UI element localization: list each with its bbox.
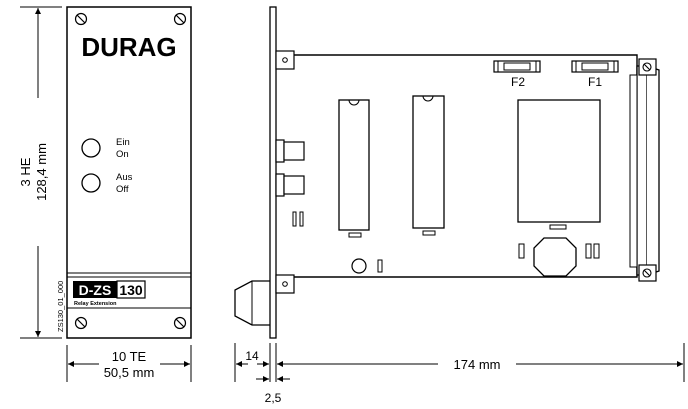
width-mm-label: 50,5 mm bbox=[104, 365, 155, 380]
octagon-component bbox=[533, 237, 577, 277]
led-on-indicator bbox=[81, 138, 101, 158]
fuse-f2 bbox=[493, 60, 541, 73]
led-off-indicator bbox=[81, 173, 101, 193]
small-component bbox=[377, 259, 383, 273]
height-mm-label: 128,4 mm bbox=[34, 143, 49, 201]
handle-depth-label: 14 bbox=[245, 349, 259, 363]
panel-side-edge bbox=[269, 6, 277, 339]
led-on-label-de: Ein bbox=[116, 137, 130, 148]
screw-icon bbox=[173, 316, 187, 330]
front-panel: DURAG Ein On Aus Off D-ZS 130 Relay Exte… bbox=[66, 6, 192, 339]
screw-icon bbox=[642, 268, 652, 278]
screw-icon bbox=[74, 12, 88, 26]
led-on-label-en: On bbox=[116, 149, 129, 160]
resistor-1 bbox=[292, 211, 297, 227]
screw-icon bbox=[173, 12, 187, 26]
panel-thickness-label: 2,5 bbox=[265, 391, 282, 405]
model-prefix-box bbox=[73, 281, 117, 298]
led-body-1 bbox=[283, 141, 305, 161]
bracket-screw-icon bbox=[282, 281, 288, 287]
fuse-f1 bbox=[571, 60, 619, 73]
model-subtitle: Relay Extension bbox=[74, 301, 117, 307]
led-off-label-de: Aus bbox=[116, 172, 133, 183]
rear-connector bbox=[629, 58, 660, 282]
fuse-2-label: F2 bbox=[511, 75, 525, 89]
led-housing-1 bbox=[275, 139, 285, 163]
model-number-box bbox=[116, 280, 146, 299]
diode-left bbox=[518, 243, 525, 259]
height-dimension: 3 HE 128,4 mm bbox=[18, 6, 62, 339]
led-body-2 bbox=[283, 175, 305, 195]
screw-icon bbox=[642, 62, 652, 72]
side-view: F2 F1 bbox=[234, 6, 660, 339]
board-length-label: 174 mm bbox=[454, 357, 501, 372]
ic-chip-1 bbox=[338, 99, 370, 238]
diode-right-2 bbox=[593, 243, 600, 259]
resistor-2 bbox=[299, 211, 304, 227]
drawing-id: ZS130_01_000 bbox=[56, 281, 65, 332]
fuse-1-label: F1 bbox=[588, 75, 602, 89]
relay bbox=[517, 99, 601, 230]
capacitor bbox=[351, 258, 367, 274]
width-units-label: 10 TE bbox=[112, 349, 147, 364]
bracket-screw-icon bbox=[282, 57, 288, 63]
depth-dimensions: 14 2,5 174 mm bbox=[234, 343, 685, 405]
brand-logo: DURAG bbox=[81, 32, 176, 62]
width-dimension: 10 TE 50,5 mm bbox=[66, 345, 192, 382]
led-housing-2 bbox=[275, 173, 285, 197]
screw-icon bbox=[74, 316, 88, 330]
diode-right-1 bbox=[585, 243, 592, 259]
height-units-label: 3 HE bbox=[18, 157, 33, 186]
model-prefix: D-ZS bbox=[79, 282, 112, 298]
ic-chip-2 bbox=[412, 95, 445, 236]
model-number: 130 bbox=[119, 282, 143, 298]
led-off-label-en: Off bbox=[116, 184, 129, 195]
